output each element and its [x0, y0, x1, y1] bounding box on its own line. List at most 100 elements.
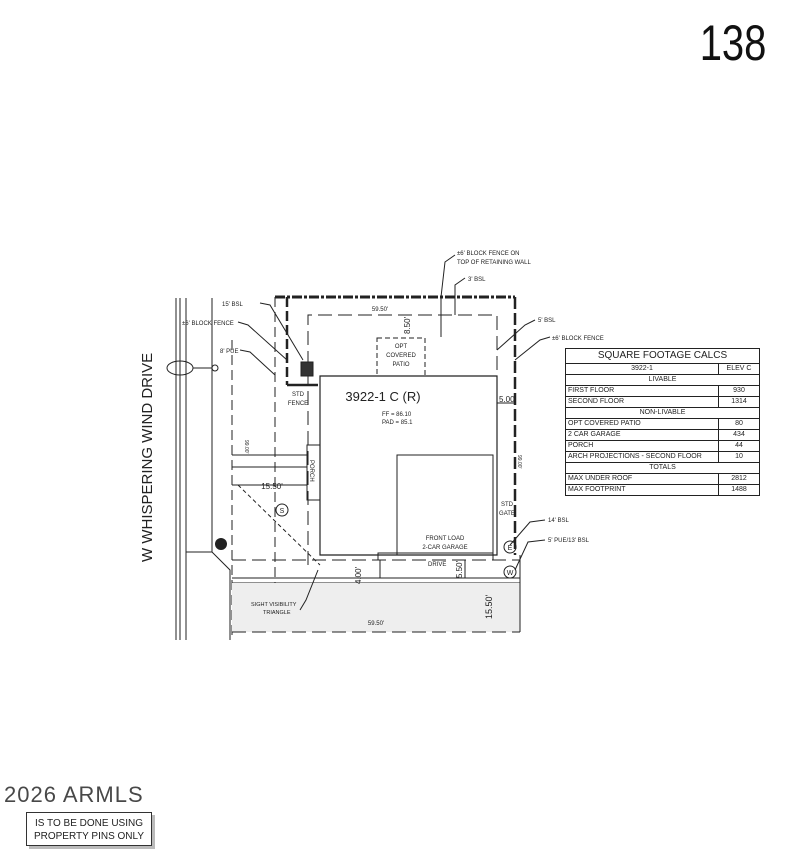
leader-line: [496, 319, 536, 351]
label-std-gate-2: GATE: [499, 511, 515, 517]
row-value: 434: [718, 429, 760, 441]
sewer-marker-icon: [275, 503, 289, 517]
house-footprint: [319, 375, 498, 556]
pad-elevation: PAD = 85.1: [382, 420, 413, 426]
staking-note-line: PROPERTY PINS ONLY: [33, 831, 145, 842]
row-label: MAX FOOTPRINT: [565, 484, 719, 496]
garage-footprint: [396, 454, 494, 556]
dim-side-right: 5.00': [499, 395, 517, 404]
section-header: LIVABLE: [565, 374, 760, 386]
setback-line: [307, 314, 498, 565]
label-garage: FRONT LOAD: [426, 536, 465, 542]
water-marker-icon: [503, 565, 517, 579]
watermark: 2026 ARMLS: [4, 782, 144, 807]
label-opt-patio-3: PATIO: [392, 362, 409, 368]
row-value: 80: [718, 418, 760, 430]
row-value: 930: [718, 385, 760, 397]
label-sight-triangle: SIGHT VISIBILITY: [251, 602, 297, 608]
callout-front-pue: 5' PUE/13' BSL: [548, 538, 590, 544]
sewer-label: S: [280, 508, 285, 515]
callout-pue-left: 8' PUE: [220, 349, 239, 355]
label-std-gate: STD: [501, 502, 514, 508]
callout-block-fence-left: ±6' BLOCK FENCE: [182, 321, 234, 327]
page-number: 138: [699, 15, 766, 71]
label-garage-2: 2-CAR GARAGE: [422, 545, 467, 551]
section-header: TOTALS: [565, 462, 760, 474]
elevation: ELEV C: [718, 363, 760, 375]
plan-label: 3922-1 C (R): [345, 389, 420, 404]
label-drive: DRIVE: [428, 562, 446, 568]
leader-line: [239, 349, 276, 376]
row-value: 2812: [718, 473, 760, 485]
garage-apron: [377, 552, 494, 560]
curb-return: [186, 551, 231, 640]
dim-depth-left: 99.00': [243, 440, 249, 454]
table-title: SQUARE FOOTAGE CALCS: [565, 348, 760, 364]
row-value: 1488: [718, 484, 760, 496]
electric-label: E: [508, 545, 513, 552]
row-label: 2 CAR GARAGE: [565, 429, 719, 441]
leader-line: [514, 336, 551, 361]
leader-line: [454, 277, 466, 315]
row-value: 10: [718, 451, 760, 463]
row-label: OPT COVERED PATIO: [565, 418, 719, 430]
label-opt-patio: OPT: [395, 344, 408, 350]
row-value: 44: [718, 440, 760, 452]
row-label: PORCH: [565, 440, 719, 452]
dim-depth-right: 99.00': [516, 455, 522, 469]
street-name: W WHISPERING WIND DRIVE: [139, 353, 156, 562]
callout-side-bsl-right: 5' BSL: [538, 318, 556, 324]
label-sight-triangle-2: TRIANGLE: [263, 610, 291, 616]
callout-block-fence-retaining: ±6' BLOCK FENCE ON: [457, 251, 519, 257]
dim-front-4: 4.00': [354, 566, 363, 584]
leader-line: [237, 321, 288, 361]
sidewalk-area: [232, 583, 520, 632]
dim-width-top: 59.50': [372, 307, 388, 313]
leader-line: [440, 254, 456, 298]
section-header: NON-LIVABLE: [565, 407, 760, 419]
callout-side-bsl-left: 15' BSL: [222, 302, 243, 308]
porch-outline: [306, 444, 320, 501]
sight-triangle-line: [237, 484, 321, 566]
dim-front-1550: 15.50': [484, 594, 494, 619]
callout-block-fence-retaining-2: TOP OF RETAINING WALL: [457, 260, 531, 266]
utility-box-icon: [300, 361, 314, 377]
staking-note: IS TO BE DONE USING PROPERTY PINS ONLY: [26, 812, 152, 846]
leader-line: [299, 569, 319, 611]
row-label: FIRST FLOOR: [565, 385, 719, 397]
light-pole-base-icon: [211, 364, 219, 372]
row-label: ARCH PROJECTIONS - SECOND FLOOR: [565, 451, 719, 463]
label-porch: PORCH: [308, 460, 314, 482]
label-std-fence-2: FENCE: [288, 401, 308, 407]
row-label: MAX UNDER ROOF: [565, 473, 719, 485]
plan-number: 3922-1: [565, 363, 719, 375]
row-label: SECOND FLOOR: [565, 396, 719, 408]
callout-front-bsl: 14' BSL: [548, 518, 569, 524]
staking-note-line: IS TO BE DONE USING: [35, 818, 143, 829]
leader-line: [259, 302, 304, 361]
leader-line: [514, 539, 546, 571]
dim-width-bottom: 59.50': [368, 621, 384, 627]
row-value: 1314: [718, 396, 760, 408]
callout-block-fence-right: ±6' BLOCK FENCE: [552, 336, 604, 342]
label-std-fence: STD: [292, 392, 305, 398]
dim-drive-550: 5.50': [455, 560, 464, 578]
dim-porch-offset: 15.50': [261, 482, 283, 491]
survey-benchmark-icon: [215, 538, 227, 550]
leader-line: [509, 519, 546, 546]
callout-rear-bsl: 3' BSL: [468, 277, 486, 283]
water-label: W: [507, 570, 514, 577]
label-opt-patio-2: COVERED: [386, 353, 416, 359]
opt-covered-patio: [376, 337, 426, 377]
finished-floor: FF = 86.10: [382, 412, 412, 418]
